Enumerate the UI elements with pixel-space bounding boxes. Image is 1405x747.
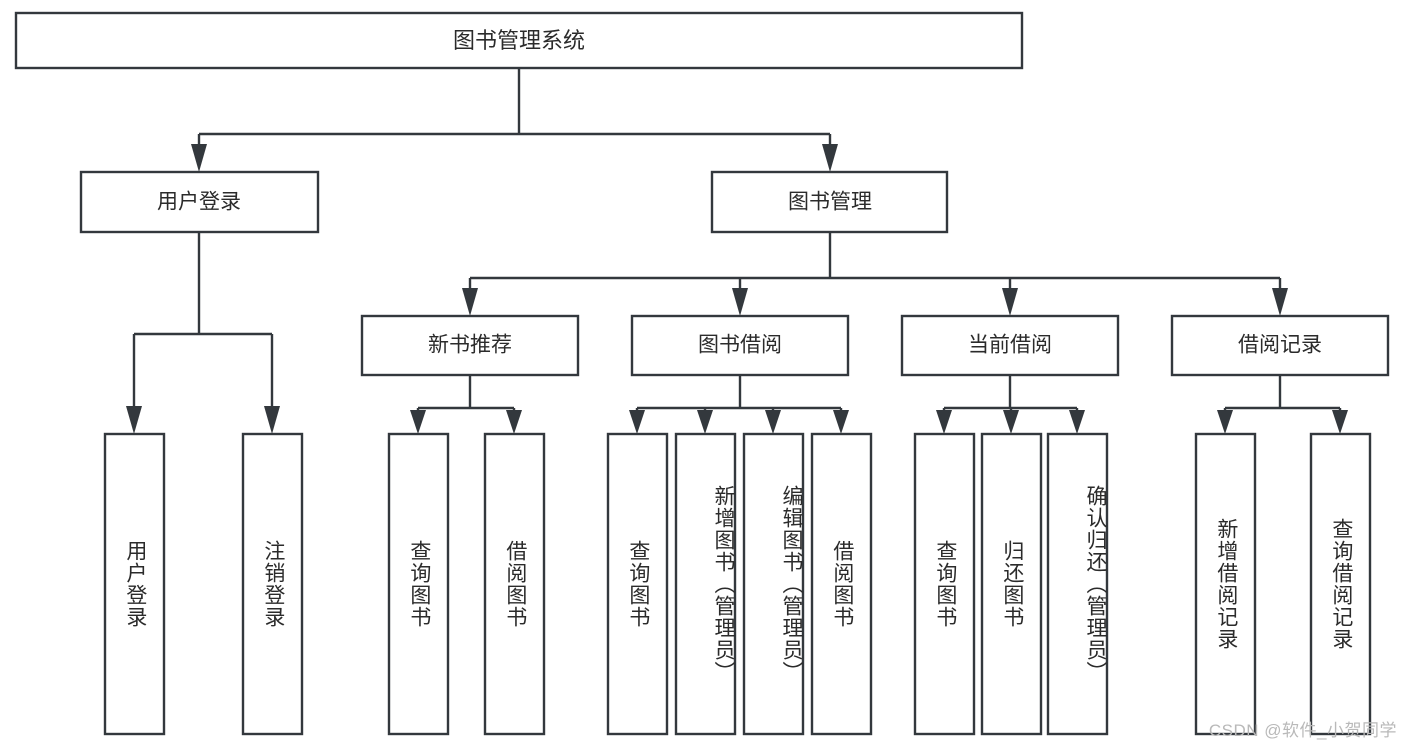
node-leaf-borrow-book-box[interactable] <box>810 432 873 736</box>
arrow-head-leaf-add-record <box>1217 410 1233 434</box>
arrow-head-leaf-query-book-rec <box>410 410 426 434</box>
arrow-head-leaf-add-book <box>697 410 713 434</box>
node-leaf-query-book-rec-box[interactable] <box>387 432 450 736</box>
arrow-head-leaf-query-book <box>629 410 645 434</box>
node-current-borrow[interactable]: 当前借阅 <box>900 314 1120 377</box>
arrow-head-user-login <box>191 144 207 172</box>
node-new-book-rec-label: 新书推荐 <box>428 334 512 357</box>
node-root-label: 图书管理系统 <box>453 28 585 53</box>
node-current-borrow-box[interactable] <box>900 314 1120 377</box>
node-book-borrow[interactable]: 图书借阅 <box>630 314 850 377</box>
node-leaf-return-book-box[interactable] <box>980 432 1043 736</box>
node-root-box[interactable] <box>14 11 1024 70</box>
node-borrow-record[interactable]: 借阅记录 <box>1170 314 1390 377</box>
connector-group-new-book-rec <box>410 375 522 434</box>
node-leaf-confirm-return-box[interactable] <box>1046 432 1109 736</box>
csdn-watermark: CSDN @软件_小贺同学 <box>1208 721 1397 740</box>
arrow-head-leaf-query-book-cur <box>936 410 952 434</box>
node-new-book-rec-box[interactable] <box>360 314 580 377</box>
node-leaf-edit-book-box[interactable] <box>742 432 805 736</box>
connector-group-book-borrow <box>629 375 849 434</box>
node-root[interactable]: 图书管理系统 <box>14 11 1024 70</box>
connector-group-borrow-record <box>1217 375 1348 434</box>
connector-group-root <box>191 68 838 172</box>
node-leaf-add-record-box[interactable] <box>1194 432 1257 736</box>
node-book-manage-box[interactable] <box>710 170 949 234</box>
arrow-head-book-manage <box>822 144 838 172</box>
node-user-login[interactable]: 用户登录 <box>79 170 320 234</box>
node-user-login-box[interactable] <box>79 170 320 234</box>
node-leaf-borrow-book-rec-box[interactable] <box>483 432 546 736</box>
node-leaf-query-book-cur-box[interactable] <box>913 432 976 736</box>
arrow-head-leaf-confirm-return <box>1069 410 1085 434</box>
connector-group-current-borrow <box>936 375 1085 434</box>
arrow-head-new-book-rec <box>462 288 478 316</box>
arrow-head-current-borrow <box>1002 288 1018 316</box>
arrow-head-leaf-user-logout <box>264 406 280 434</box>
node-current-borrow-label: 当前借阅 <box>968 334 1052 357</box>
arrow-head-leaf-return-book <box>1003 410 1019 434</box>
arrow-head-leaf-borrow-book-rec <box>506 410 522 434</box>
node-leaf-query-record-box[interactable] <box>1309 432 1372 736</box>
connector-group-book-manage <box>462 232 1288 316</box>
arrow-head-borrow-record <box>1272 288 1288 316</box>
node-book-borrow-box[interactable] <box>630 314 850 377</box>
node-leaf-user-login-box[interactable] <box>103 432 166 736</box>
arrow-head-leaf-user-login <box>126 406 142 434</box>
arrow-head-leaf-edit-book <box>765 410 781 434</box>
node-leaf-add-book-box[interactable] <box>674 432 737 736</box>
node-borrow-record-box[interactable] <box>1170 314 1390 377</box>
arrow-head-book-borrow <box>732 288 748 316</box>
leaf-boxes <box>103 432 1372 736</box>
node-book-manage-label: 图书管理 <box>788 191 872 214</box>
connector-group-user-login <box>126 232 280 434</box>
node-book-manage[interactable]: 图书管理 <box>710 170 949 234</box>
node-new-book-rec[interactable]: 新书推荐 <box>360 314 580 377</box>
arrow-head-leaf-query-record <box>1332 410 1348 434</box>
node-user-login-label: 用户登录 <box>157 191 241 214</box>
node-leaf-query-book-box[interactable] <box>606 432 669 736</box>
node-leaf-user-logout-box[interactable] <box>241 432 304 736</box>
node-borrow-record-label: 借阅记录 <box>1238 334 1322 357</box>
arrow-head-leaf-borrow-book <box>833 410 849 434</box>
node-book-borrow-label: 图书借阅 <box>698 334 782 357</box>
